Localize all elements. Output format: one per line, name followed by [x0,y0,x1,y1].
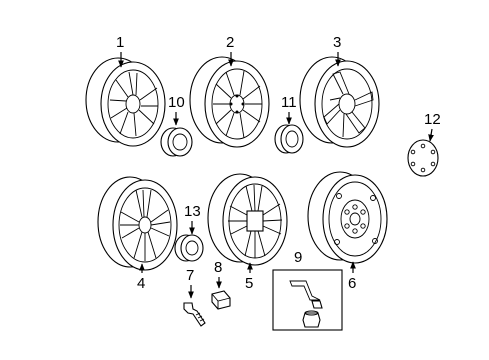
wheel-2-icon [189,56,270,148]
callout-13: 13 [184,203,201,220]
wheel-3-icon [299,56,380,148]
callout-9: 9 [294,249,302,266]
callout-2: 2 [226,34,234,51]
center-cap-10-icon [160,127,193,157]
callout-6: 6 [348,275,356,292]
wheel-ornament-12-icon [407,139,439,177]
wheel-1-icon [85,57,166,147]
center-cap-13-icon [174,234,204,262]
callout-12: 12 [424,111,441,128]
callout-1: 1 [116,34,124,51]
callout-7: 7 [186,267,194,284]
callout-11: 11 [281,94,297,111]
wheel-stud-7-icon [183,302,206,327]
callout-10: 10 [168,94,185,111]
wheel-5-icon [207,173,288,266]
callout-3: 3 [333,34,341,51]
wheel-4-icon [97,176,178,271]
wheel-6-icon [307,171,388,264]
callout-4: 4 [137,275,145,292]
callout-8: 8 [214,259,222,276]
callout-5: 5 [245,275,253,292]
lug-nut-8-icon [211,290,231,310]
wheel-lock-kit-9-icon [272,269,343,331]
center-cap-11-icon [274,124,304,154]
